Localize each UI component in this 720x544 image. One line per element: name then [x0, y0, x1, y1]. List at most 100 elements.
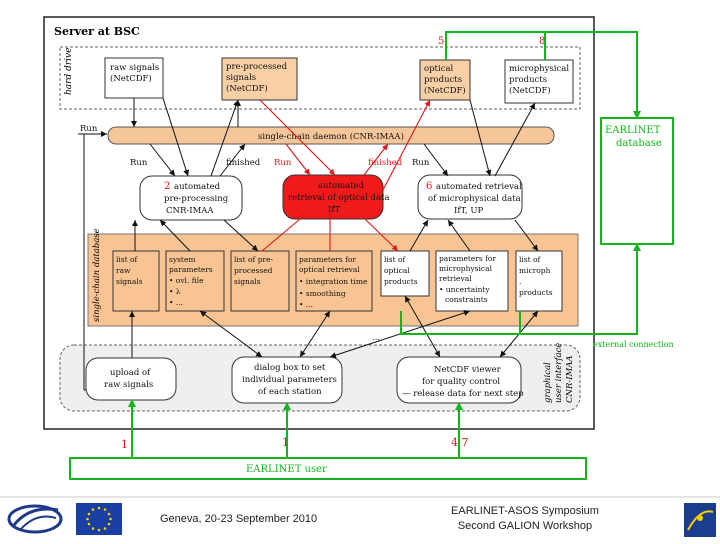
finished-2-label: finished	[368, 158, 403, 168]
db-list-preprocessed-line-2: processed	[234, 266, 273, 275]
gui-label-2: user interface	[554, 343, 564, 403]
db-microphys-params-line-4: • uncertainty	[439, 285, 490, 294]
label-1-left: 1	[121, 438, 128, 451]
earlinet-database-box	[600, 117, 674, 245]
arrow-db-optical-list	[409, 219, 429, 252]
db-optical-params-line-5: • ...	[299, 300, 313, 309]
green-connections	[69, 31, 674, 480]
db-list-optical	[380, 250, 430, 297]
raw-signals-file-line-2: (NetCDF)	[110, 73, 152, 84]
microphysical-products-line-2: products	[509, 75, 547, 85]
label-2: 2	[164, 181, 170, 192]
preprocessed-signals-line-2: signals	[226, 73, 256, 83]
arrow-db-microph	[514, 219, 539, 252]
db-system-params-line-4: • λ	[169, 287, 181, 296]
galion-logo	[684, 503, 716, 537]
db-list-raw-line-1: list of	[116, 255, 139, 264]
db-list-optical-line-1: list of	[384, 255, 407, 264]
upload-box-line-2: raw signals	[104, 380, 153, 390]
single-chain-daemon	[107, 126, 555, 145]
arrow-viewer-optical	[404, 295, 441, 358]
db-microphysical-parameters	[435, 250, 509, 312]
eu-flag-icon	[76, 503, 122, 535]
arrow-db-system	[159, 219, 191, 252]
earlinet-db-line-2: database	[616, 138, 662, 149]
db-optical-params-line-4: • smoothing	[299, 289, 346, 298]
db-list-microph-line-1: list of	[519, 255, 542, 264]
db-optical-params-line-3: • integration time	[299, 277, 368, 286]
db-optical-params-line-2: optical retrieval	[299, 265, 360, 274]
arrow-optical-to-micro	[469, 99, 492, 177]
single-chain-db-label: single-chain database	[92, 228, 102, 322]
arrow-dialog-system	[199, 310, 263, 358]
red-optical-preproc	[261, 212, 307, 252]
red-arrows	[259, 99, 431, 252]
upload-box-line-1: upload of	[110, 368, 151, 378]
db-list-preprocessed-line-1: list of pre-	[234, 255, 274, 264]
gui-label-3: CNR-IMAA	[565, 355, 575, 403]
db-microphys-params-line-3: retrieval	[439, 274, 472, 283]
db-system-params-line-5: • ...	[169, 298, 183, 307]
arrow-preproc-to-file	[210, 99, 239, 177]
arrow-raw-to-preproc	[162, 97, 190, 177]
db-list-microph	[515, 250, 563, 312]
auto-optical-box	[282, 174, 384, 220]
db-microphys-params-line-2: microphysical	[439, 264, 493, 273]
db-system-parameters	[165, 250, 225, 312]
db-list-optical-line-2: optical	[384, 266, 410, 275]
earlinet-logo	[7, 504, 63, 534]
label-8: 8	[539, 36, 545, 47]
auto-microphysical-line-1: automated retrieval	[436, 182, 522, 192]
db-system-params-line-3: • ovl. file	[169, 276, 204, 285]
db-microphys-params-line-5: constraints	[445, 295, 488, 304]
db-optical-parameters	[295, 250, 373, 312]
netcdf-viewer-line-1: NetCDF viewer	[434, 365, 502, 375]
arrow-db-preproc	[223, 219, 259, 252]
netcdf-viewer-line-2: for quality control	[422, 377, 500, 387]
auto-microphysical-line-3: IfT, UP	[454, 206, 483, 216]
db-list-preprocessed	[230, 250, 290, 312]
arrow-finished1	[219, 143, 246, 177]
auto-microphysical-box	[417, 174, 523, 220]
red-optical-list	[364, 218, 399, 252]
red-finished2	[363, 143, 389, 176]
dialog-box-line-2: individual parameters	[242, 375, 337, 385]
arrow-dialog-optical	[299, 310, 331, 358]
black-arrows	[83, 97, 539, 391]
server-title: Server at BSC	[54, 25, 140, 38]
auto-optical-line-2: retrieval of optical data	[288, 193, 390, 203]
db-system-params-line-2: parameters	[169, 265, 213, 274]
db-microphys-params-line-1: parameters for	[439, 254, 496, 263]
red-optical-to-file	[382, 99, 431, 191]
optical-products-line-3: (NetCDF)	[424, 85, 466, 96]
footer-symposium-line-1: EARLINET-ASOS Symposium	[451, 505, 599, 517]
run-left-label: Run	[80, 124, 98, 134]
auto-optical-line-1: automated	[318, 181, 365, 191]
db-list-microph-line-4: products	[519, 288, 553, 297]
red-preproc-to-optical	[259, 99, 336, 176]
gui-label-1: graphical	[543, 362, 553, 403]
arrow-micro-to-file	[494, 102, 536, 177]
db-list-preprocessed-line-3: signals	[234, 277, 261, 286]
db-list-raw	[112, 250, 160, 312]
external-connection-label: external connection	[593, 340, 674, 349]
run-1-label: Run	[130, 158, 148, 168]
db-list-raw-line-2: raw	[116, 266, 131, 275]
arrow-daemon-run1	[149, 143, 176, 177]
run-2-label: Run	[274, 158, 292, 168]
preprocessed-signals-line-1: pre-processed	[226, 62, 288, 72]
optical-products-line-1: optical	[424, 64, 454, 74]
footer-symposium-line-2: Second GALION Workshop	[457, 520, 593, 532]
auto-microphysical-line-2: of microphysical data	[428, 194, 521, 204]
earlinet-db-line-1: EARLINET	[605, 125, 661, 136]
db-system-params-line-1: system	[169, 255, 196, 264]
auto-preprocessing-line-1: automated	[174, 182, 221, 192]
label-1-mid: 1	[282, 436, 289, 449]
arrow-db-microphys	[447, 219, 471, 252]
red-run2	[285, 143, 311, 176]
green-optical-to-db	[445, 31, 641, 119]
db-list-optical-line-3: products	[384, 277, 418, 286]
auto-optical-line-3: IfT	[328, 205, 341, 215]
earlinet-user-box	[69, 457, 587, 480]
microphysical-products-line-1: microphysical	[509, 64, 569, 74]
